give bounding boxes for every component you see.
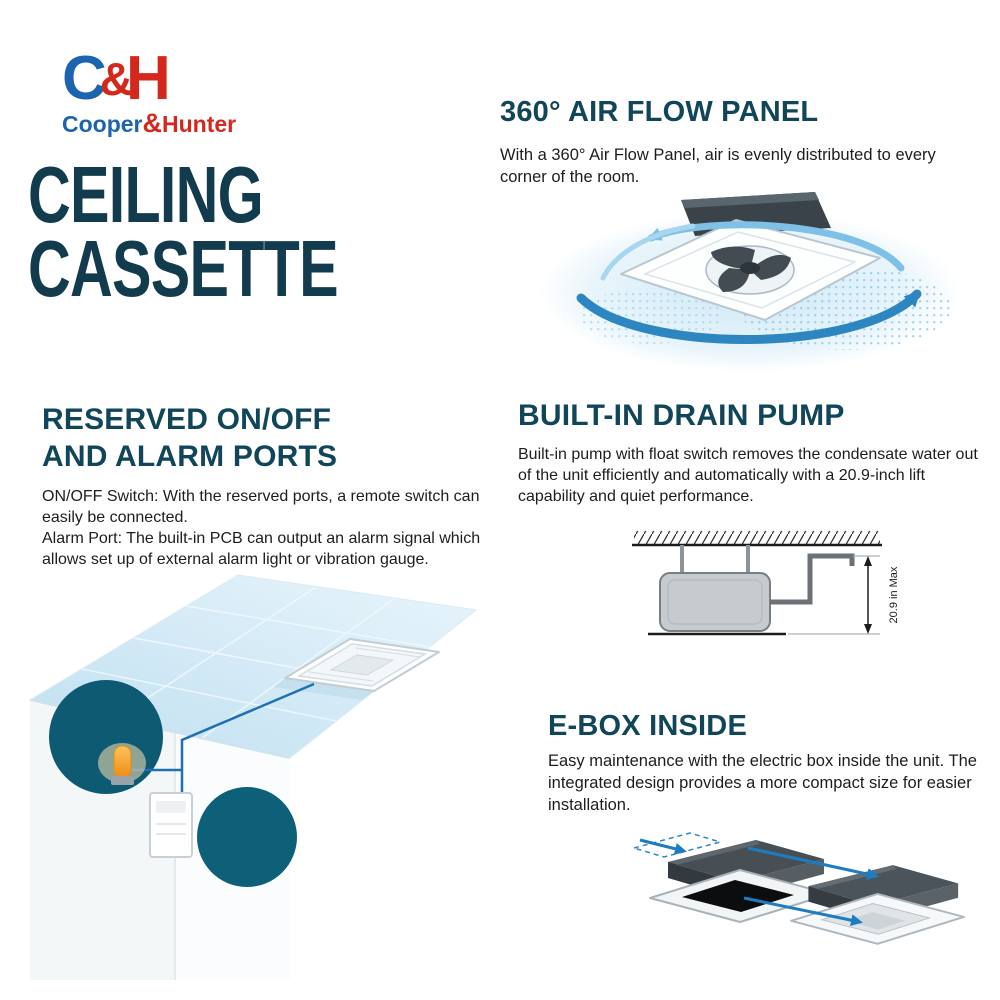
- page-title-line2: CASSETTE: [28, 223, 339, 313]
- logo-letter-h: H: [126, 44, 171, 113]
- indoor-unit: [659, 572, 771, 632]
- wordmark-hunter: Hunter: [162, 111, 237, 137]
- dimension-annotation: 20.9 in Max: [788, 555, 900, 635]
- drain-dimension-label: 20.9 in Max: [888, 566, 900, 623]
- ports-description: ON/OFF Switch: With the reserved ports, …: [42, 486, 494, 570]
- airflow-heading: 360° AIR FLOW PANEL: [500, 96, 819, 128]
- alarm-lamp: [98, 743, 146, 785]
- ports-description-alarm: Alarm Port: The built-in PCB can output …: [42, 530, 481, 569]
- grille-dark: [682, 880, 794, 912]
- drain-heading: BUILT-IN DRAIN PUMP: [518, 399, 845, 432]
- page-title-line1: CEILING: [28, 150, 264, 239]
- ceiling-hatch: [634, 531, 880, 545]
- ebox-heading: E-BOX INSIDE: [548, 710, 747, 742]
- drain-description: Built-in pump with float switch removes …: [518, 446, 978, 506]
- drain-pipe: [770, 553, 855, 605]
- logo-ampersand: &: [99, 53, 133, 105]
- ceiling-cassette: [284, 638, 440, 692]
- ceiling-grid: [81, 586, 431, 739]
- wordmark-ampersand: &: [142, 108, 163, 138]
- fan: [705, 245, 795, 295]
- cassette-unit-left: [649, 840, 831, 923]
- cassette-unit-right: [790, 865, 965, 945]
- ports-description-onoff: ON/OFF Switch: With the reserved ports, …: [42, 488, 480, 527]
- switch-box: [149, 792, 193, 858]
- decor-circle-right: [197, 787, 297, 887]
- ebox-arrows: [639, 838, 879, 927]
- ports-heading: RESERVED ON/OFF AND ALARM PORTS: [42, 402, 337, 476]
- ports-heading-line2: AND ALARM PORTS: [42, 439, 338, 473]
- ebox-dashed-frame: [631, 832, 723, 858]
- airflow-dot-texture-left: [579, 288, 723, 344]
- logo-wordmark: Cooper&Hunter: [62, 108, 236, 139]
- logo-monogram: C&H: [62, 48, 236, 110]
- page-title: CEILING CASSETTE: [28, 150, 339, 313]
- room-illustration: [28, 574, 478, 980]
- drain-pump-diagram: 20.9 in Max: [632, 531, 900, 636]
- cassette-shadow: [273, 678, 374, 700]
- airflow-illustration: [539, 192, 959, 372]
- ebox-description: Easy maintenance with the electric box i…: [548, 752, 977, 814]
- airflow-arrows: [576, 221, 922, 344]
- ports-heading-line1: RESERVED ON/OFF: [42, 403, 332, 436]
- wordmark-cooper: Cooper: [62, 111, 143, 137]
- logo-letter-c: C: [62, 44, 107, 113]
- brand-logo: C&H Cooper&Hunter: [62, 48, 236, 139]
- ebox-illustration: [631, 832, 965, 945]
- airflow-description: With a 360° Air Flow Panel, air is evenl…: [500, 146, 936, 186]
